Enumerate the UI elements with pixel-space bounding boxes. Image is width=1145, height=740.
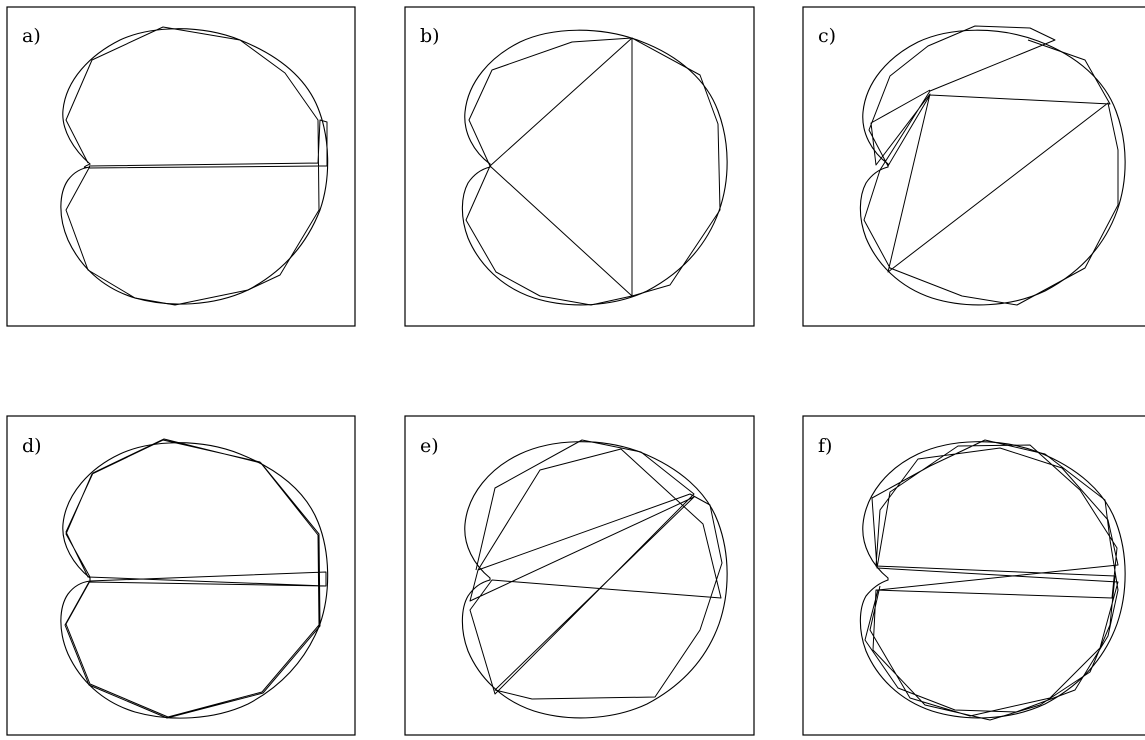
trajectory-path <box>469 439 723 700</box>
billiard-boundary <box>60 28 329 305</box>
panel-label: b) <box>420 25 440 47</box>
panel-frame <box>6 6 356 327</box>
panel-label: a) <box>22 25 41 47</box>
panel-label: c) <box>818 25 836 47</box>
panel-label: e) <box>420 435 439 457</box>
panel-frame <box>404 6 755 327</box>
panel-a: a) <box>6 6 356 327</box>
billiard-boundary <box>60 442 329 719</box>
panel-f: f) <box>802 415 1145 736</box>
panel-label: f) <box>818 435 832 457</box>
panel-c: c) <box>802 6 1145 327</box>
panel-e: e) <box>404 415 755 736</box>
trajectory-path <box>864 439 1119 721</box>
trajectory-path <box>863 25 1119 306</box>
panel-b: b) <box>404 6 755 327</box>
trajectory-path <box>465 37 721 306</box>
billiard-boundary <box>859 29 1126 306</box>
billiard-boundary <box>461 441 728 719</box>
panel-label: d) <box>22 435 42 457</box>
panel-frame <box>404 415 755 736</box>
trajectory-path <box>65 26 328 306</box>
panel-frame <box>802 415 1145 736</box>
billiard-boundary <box>859 441 1126 719</box>
panel-frame <box>802 6 1145 327</box>
trajectory-path <box>64 438 327 719</box>
panel-frame <box>6 415 356 736</box>
panel-d: d) <box>6 415 356 736</box>
